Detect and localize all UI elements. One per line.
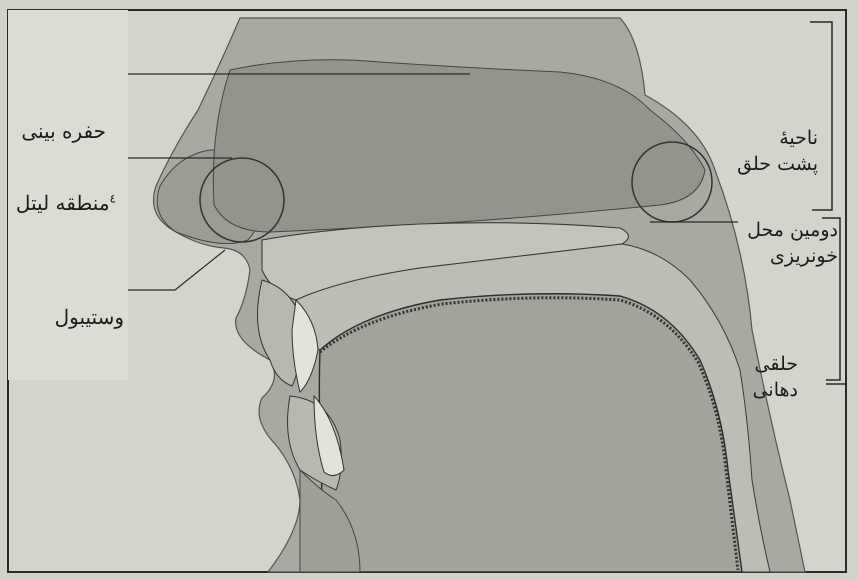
label-oropharynx-line2: دهانی (753, 378, 798, 404)
label-oropharynx-line1: حلقی (753, 352, 798, 378)
label-nasal-cavity: حفره بینی (21, 118, 106, 145)
label-second-site-line1: دومین محل (747, 218, 838, 244)
label-littles-area-wrap: ٤منطقه لیتل (16, 190, 116, 217)
label-second-bleeding-site: دومین محل خونریزی (747, 218, 838, 269)
label-littles-area-footnote: ٤ (110, 191, 116, 205)
label-nasopharynx: ناحیهٔ پشت حلق (737, 126, 818, 177)
label-second-site-line2: خونریزی (747, 244, 838, 270)
label-littles-area: منطقه لیتل (16, 191, 110, 215)
tongue (319, 294, 742, 572)
label-oropharynx: حلقی دهانی (753, 352, 798, 403)
label-nasopharynx-line2: پشت حلق (737, 152, 818, 178)
label-nasopharynx-line1: ناحیهٔ (737, 126, 818, 152)
label-vestibule: وستیبول (55, 304, 124, 331)
